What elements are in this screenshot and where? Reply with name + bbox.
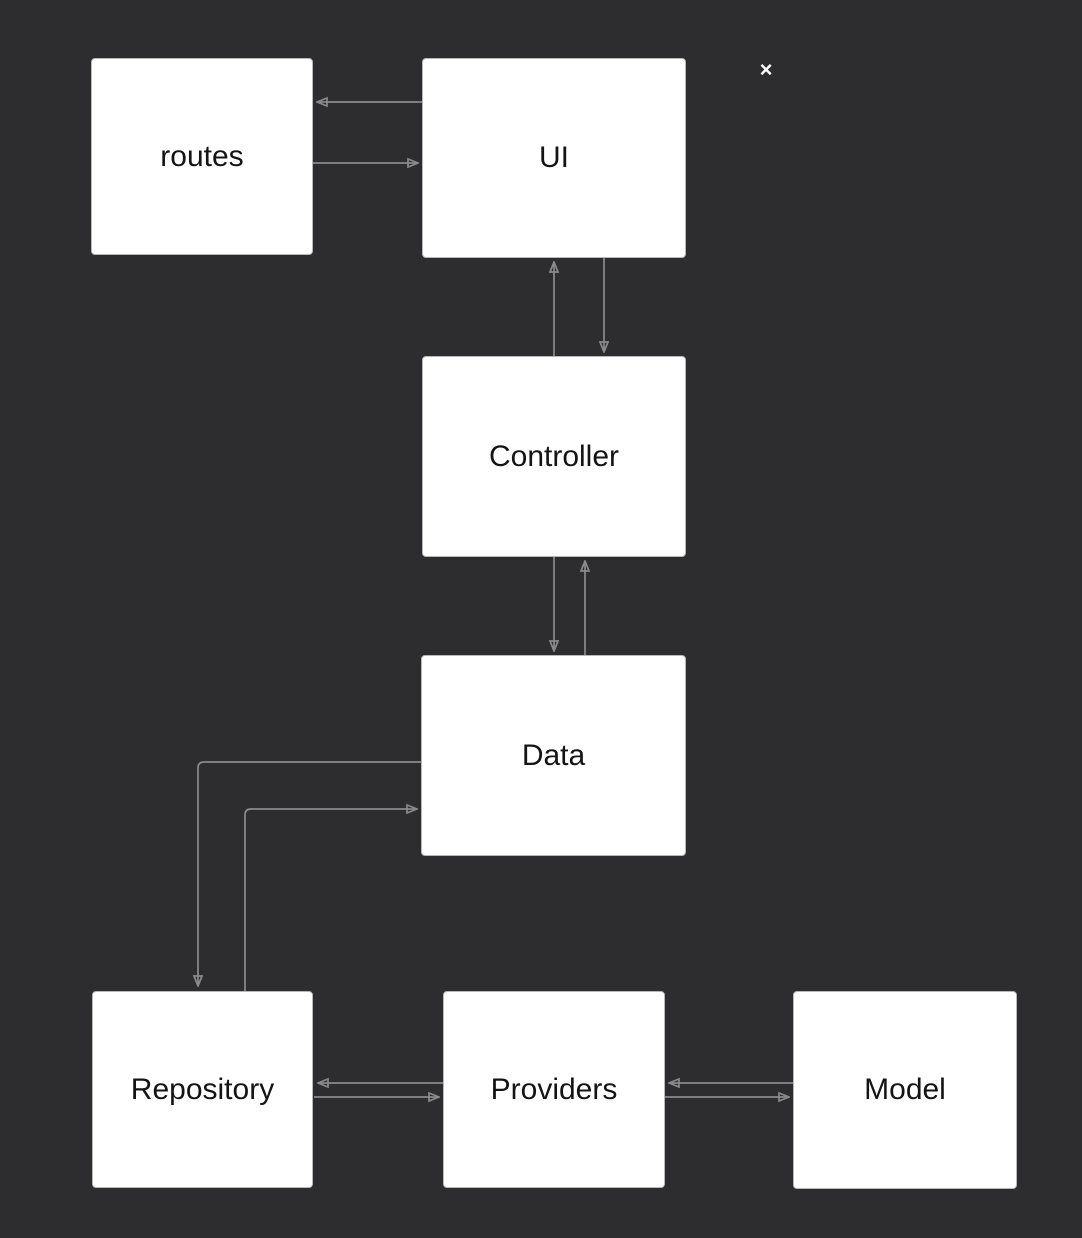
node-providers-label: Providers: [490, 1072, 618, 1106]
node-model-label: Model: [864, 1073, 946, 1106]
close-icon[interactable]: ×: [759, 57, 773, 82]
node-repository[interactable]: Repository: [92, 991, 313, 1188]
node-model[interactable]: Model: [793, 991, 1017, 1189]
edge-repository-to-data[interactable]: [244, 809, 416, 991]
node-ui-label: UI: [539, 141, 569, 174]
node-ui[interactable]: UI: [422, 58, 686, 258]
node-routes[interactable]: routes: [91, 58, 313, 255]
node-repository-label: Repository: [130, 1072, 275, 1106]
node-controller-label: Controller: [488, 439, 620, 473]
node-data-label: Data: [521, 738, 586, 772]
node-providers[interactable]: Providers: [443, 991, 665, 1188]
node-controller[interactable]: Controller: [422, 356, 686, 557]
node-routes-label: routes: [160, 139, 244, 173]
node-data[interactable]: Data: [421, 655, 686, 856]
edge-data-to-repository[interactable]: [198, 761, 422, 985]
